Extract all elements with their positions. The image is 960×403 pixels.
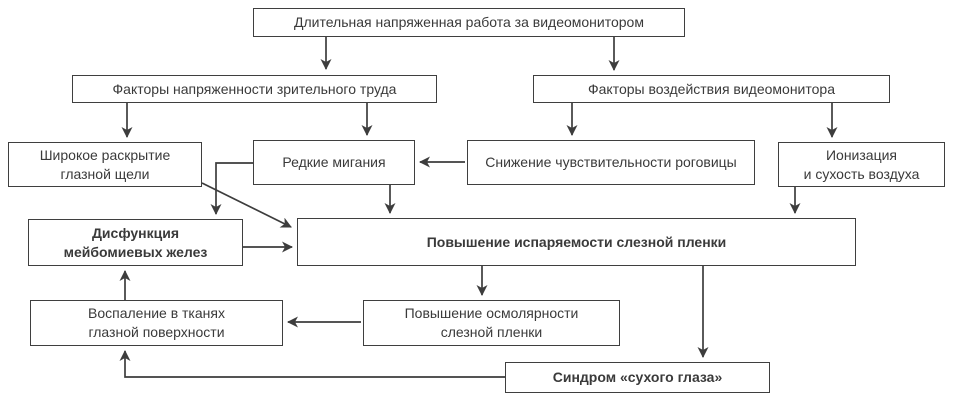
node-inflammation: Воспаление в тканях глазной поверхности (30, 300, 283, 346)
node-factors-monitor: Факторы воздействия видеомонитора (533, 75, 890, 103)
node-long-work: Длительная напряженная работа за видеомо… (253, 8, 685, 37)
node-ionization: Ионизация и сухость воздуха (778, 142, 945, 187)
edge-wideopening-evaporation (201, 182, 292, 228)
node-cornea-sensitivity: Снижение чувствительности роговицы (467, 140, 755, 185)
node-factors-strain: Факторы напряженности зрительного труда (72, 75, 437, 103)
node-wide-opening: Широкое раскрытие глазной щели (8, 142, 202, 187)
edge-rareblinking-dysfunction (210, 162, 253, 215)
node-tear-osmolarity: Повышение осмолярности слезной пленки (363, 300, 620, 346)
node-tear-evaporation: Повышение испаряемости слезной пленки (297, 218, 856, 266)
node-rare-blinking: Редкие мигания (253, 140, 415, 185)
node-meibomian-dysfunction: Дисфункция мейбомиевых желез (28, 219, 243, 266)
edge-syndrome-inflammation (119, 350, 505, 378)
node-dry-eye-syndrome: Синдром «сухого глаза» (505, 362, 770, 393)
